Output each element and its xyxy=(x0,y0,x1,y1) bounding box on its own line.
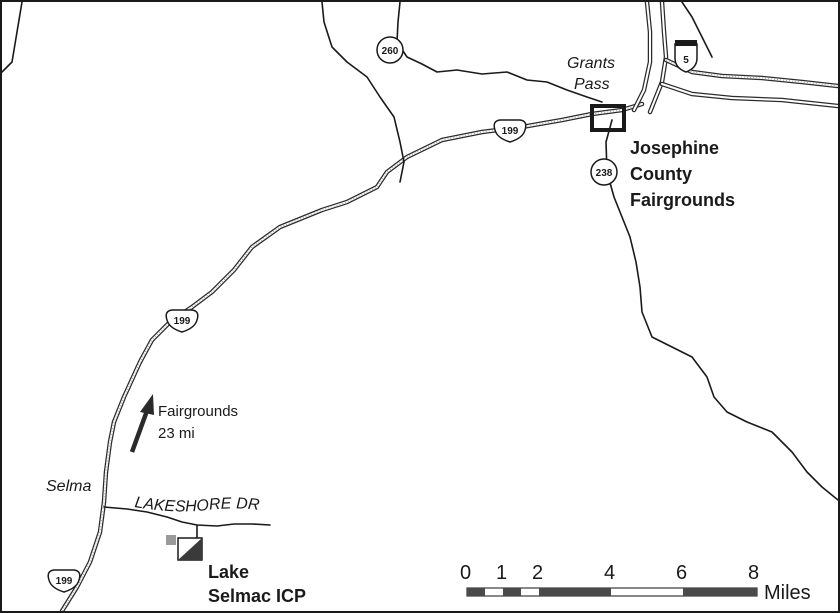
shield-199-b: 199 xyxy=(174,316,191,327)
scale-unit-label: Miles xyxy=(764,582,811,604)
scale-tick-1: 1 xyxy=(496,562,508,584)
grants-pass-label-line1: Grants xyxy=(567,55,616,72)
shield-i5: 5 xyxy=(683,55,689,66)
us-199-shield-icon: 199 xyxy=(493,119,527,143)
lakeshore-dr-label: LAKESHORE DR xyxy=(134,494,261,515)
shield-238: 238 xyxy=(596,168,613,179)
us-199-shield-icon: 199 xyxy=(47,569,81,593)
scale-tick-8: 8 xyxy=(748,562,760,584)
shield-199-a: 199 xyxy=(502,126,519,137)
scale-tick-2: 2 xyxy=(532,562,544,584)
or-238-shield-icon: 238 xyxy=(590,158,618,186)
shield-260: 260 xyxy=(382,46,399,57)
or-260-shield-icon: 260 xyxy=(376,36,404,64)
fairgrounds-label-line2: County xyxy=(630,164,692,184)
selma-label: Selma xyxy=(46,478,92,495)
minor-roads xyxy=(2,2,838,551)
lake-selmac-marker xyxy=(166,535,203,561)
i5-shield-icon: 5 xyxy=(674,40,698,73)
lake-selmac-label-line1: Lake xyxy=(208,562,250,582)
direction-arrow-icon xyxy=(129,394,154,453)
scale-tick-6: 6 xyxy=(676,562,688,584)
direction-label-line1: Fairgrounds xyxy=(158,403,239,420)
grants-pass-label-line2: Pass xyxy=(574,76,610,93)
us-199-shield-icon: 199 xyxy=(165,309,199,333)
i5-highway xyxy=(631,2,838,115)
us-199-highway xyxy=(59,101,645,611)
fairgrounds-label-line3: Fairgrounds xyxy=(630,190,736,210)
scale-tick-4: 4 xyxy=(604,562,616,584)
fairgrounds-marker xyxy=(590,104,626,132)
direction-label-line2: 23 mi xyxy=(158,425,195,442)
lake-selmac-label-line2: Selmac ICP xyxy=(208,586,307,606)
shield-199-c: 199 xyxy=(56,576,73,587)
fairgrounds-label-line1: Josephine xyxy=(630,138,720,158)
scale-tick-0: 0 xyxy=(460,562,472,584)
scale-bar xyxy=(466,587,758,597)
